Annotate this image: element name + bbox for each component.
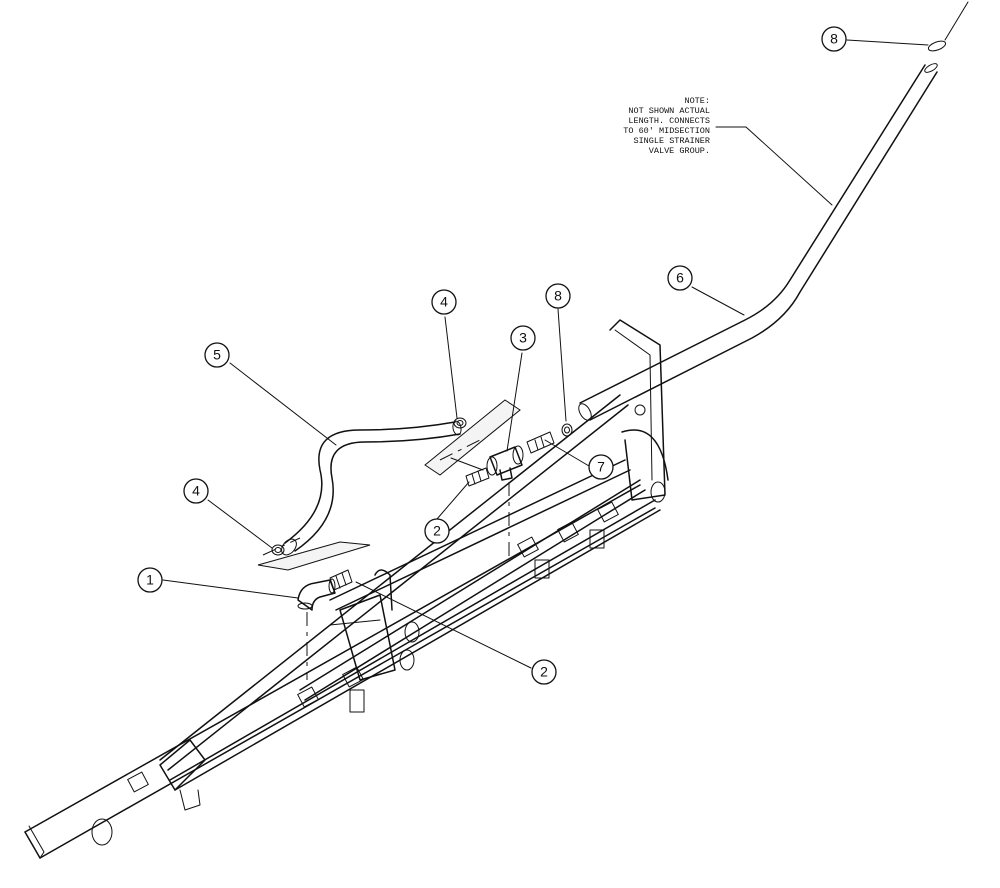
- hose-5: [281, 420, 462, 556]
- callout-6: 6: [667, 265, 693, 291]
- tee-3: [486, 445, 524, 481]
- callout-4-lower-label: 4: [192, 483, 200, 499]
- leader-2-upper: [436, 481, 470, 520]
- callout-8-middle: 8: [545, 283, 571, 309]
- assembly-lines: [262, 439, 510, 680]
- note-line-1: NOTE:: [684, 96, 710, 106]
- callout-1-label: 1: [146, 572, 154, 588]
- nipple-2-upper: [465, 467, 490, 487]
- callout-6-label: 6: [676, 270, 684, 286]
- callout-8-top-label: 8: [830, 31, 838, 47]
- callout-3: 3: [510, 325, 536, 351]
- left-bracket: [159, 739, 206, 811]
- callout-2-lower-label: 2: [540, 664, 548, 680]
- boom-frame: [24, 394, 661, 859]
- note-line-3: LENGTH. CONNECTS: [628, 116, 710, 126]
- callout-5-label: 5: [213, 347, 221, 363]
- callout-2-upper: 2: [424, 518, 450, 544]
- callout-4-upper-label: 4: [440, 294, 448, 310]
- clamp-8-top: [927, 1, 969, 52]
- nozzle-caps: [91, 481, 666, 846]
- note-block: NOTE: NOT SHOWN ACTUAL LENGTH. CONNECTS …: [623, 96, 710, 156]
- callout-4-upper: 4: [431, 289, 457, 315]
- callout-8-top: 8: [821, 26, 847, 52]
- callout-2-lower: 2: [531, 659, 557, 685]
- rod-clamps: [127, 501, 619, 793]
- callout-3-label: 3: [519, 330, 527, 346]
- center-bracket: [329, 569, 396, 681]
- callout-7-label: 7: [597, 459, 605, 475]
- hose-plane-upper: [424, 399, 521, 476]
- note-line-5: SINGLE STRAINER: [633, 136, 710, 146]
- callout-8-middle-label: 8: [554, 288, 562, 304]
- callout-5: 5: [204, 342, 230, 368]
- hose-plane-lower: [257, 541, 371, 571]
- clamp-8: [561, 423, 573, 437]
- callout-2-upper-label: 2: [433, 523, 441, 539]
- note-line-2: NOT SHOWN ACTUAL: [628, 106, 710, 116]
- note-line-4: TO 60' MIDSECTION: [623, 126, 710, 136]
- callout-1: 1: [137, 567, 163, 593]
- note-line-6: VALVE GROUP.: [649, 146, 710, 156]
- fitting-7: [526, 431, 555, 454]
- nipple-2-lower: [329, 569, 353, 591]
- callout-4-lower: 4: [183, 478, 209, 504]
- end-bracket: [609, 319, 669, 501]
- hose-6: [578, 63, 938, 421]
- callout-7: 7: [588, 454, 614, 480]
- clamp-4-right: [453, 417, 467, 429]
- leader-lines: [162, 39, 929, 669]
- elbow-1: [297, 578, 336, 611]
